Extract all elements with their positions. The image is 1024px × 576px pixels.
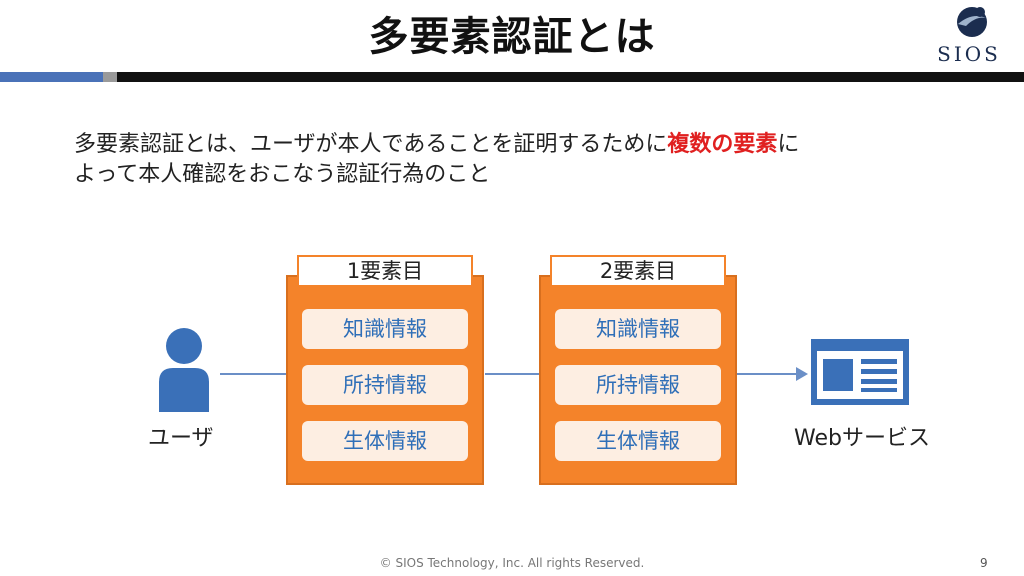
description-line2: よって本人確認をおこなう認証行為のこと (74, 162, 491, 187)
copyright-footer: © SIOS Technology, Inc. All rights Reser… (379, 556, 645, 570)
factor-item: 所持情報 (302, 365, 468, 405)
description: 多要素認証とは、ユーザが本人であることを証明するために複数の要素に よって本人確… (74, 130, 954, 190)
factor-item: 所持情報 (555, 365, 721, 405)
factor-title-2: 2要素目 (550, 255, 726, 287)
description-text: 多要素認証とは、ユーザが本人であることを証明するために (74, 132, 668, 157)
factor-item: 生体情報 (302, 421, 468, 461)
person-icon (159, 328, 209, 412)
page-number: 9 (980, 556, 988, 570)
factor-title-1: 1要素目 (297, 255, 473, 287)
factor-box-1: 知識情報 所持情報 生体情報 (286, 275, 484, 485)
description-text-end: に (777, 132, 800, 157)
sios-logo-text: SIOS (937, 42, 1001, 66)
factor-item: 生体情報 (555, 421, 721, 461)
title-underline (117, 72, 1024, 82)
title-underline-accent (0, 72, 103, 82)
web-page-icon (811, 339, 909, 405)
flow-line (485, 373, 539, 375)
description-highlight: 複数の要素 (667, 132, 778, 157)
title-underline-divider (103, 72, 117, 82)
arrow-head-icon (796, 367, 808, 381)
factor-box-2: 知識情報 所持情報 生体情報 (539, 275, 737, 485)
factor-item: 知識情報 (302, 309, 468, 349)
web-service-label: Webサービス (794, 426, 930, 451)
factor-item: 知識情報 (555, 309, 721, 349)
flow-line (737, 373, 799, 375)
flow-line (220, 373, 286, 375)
user-label: ユーザ (148, 426, 214, 451)
sios-logo-icon (957, 7, 987, 37)
slide-title: 多要素認証とは (368, 14, 656, 60)
